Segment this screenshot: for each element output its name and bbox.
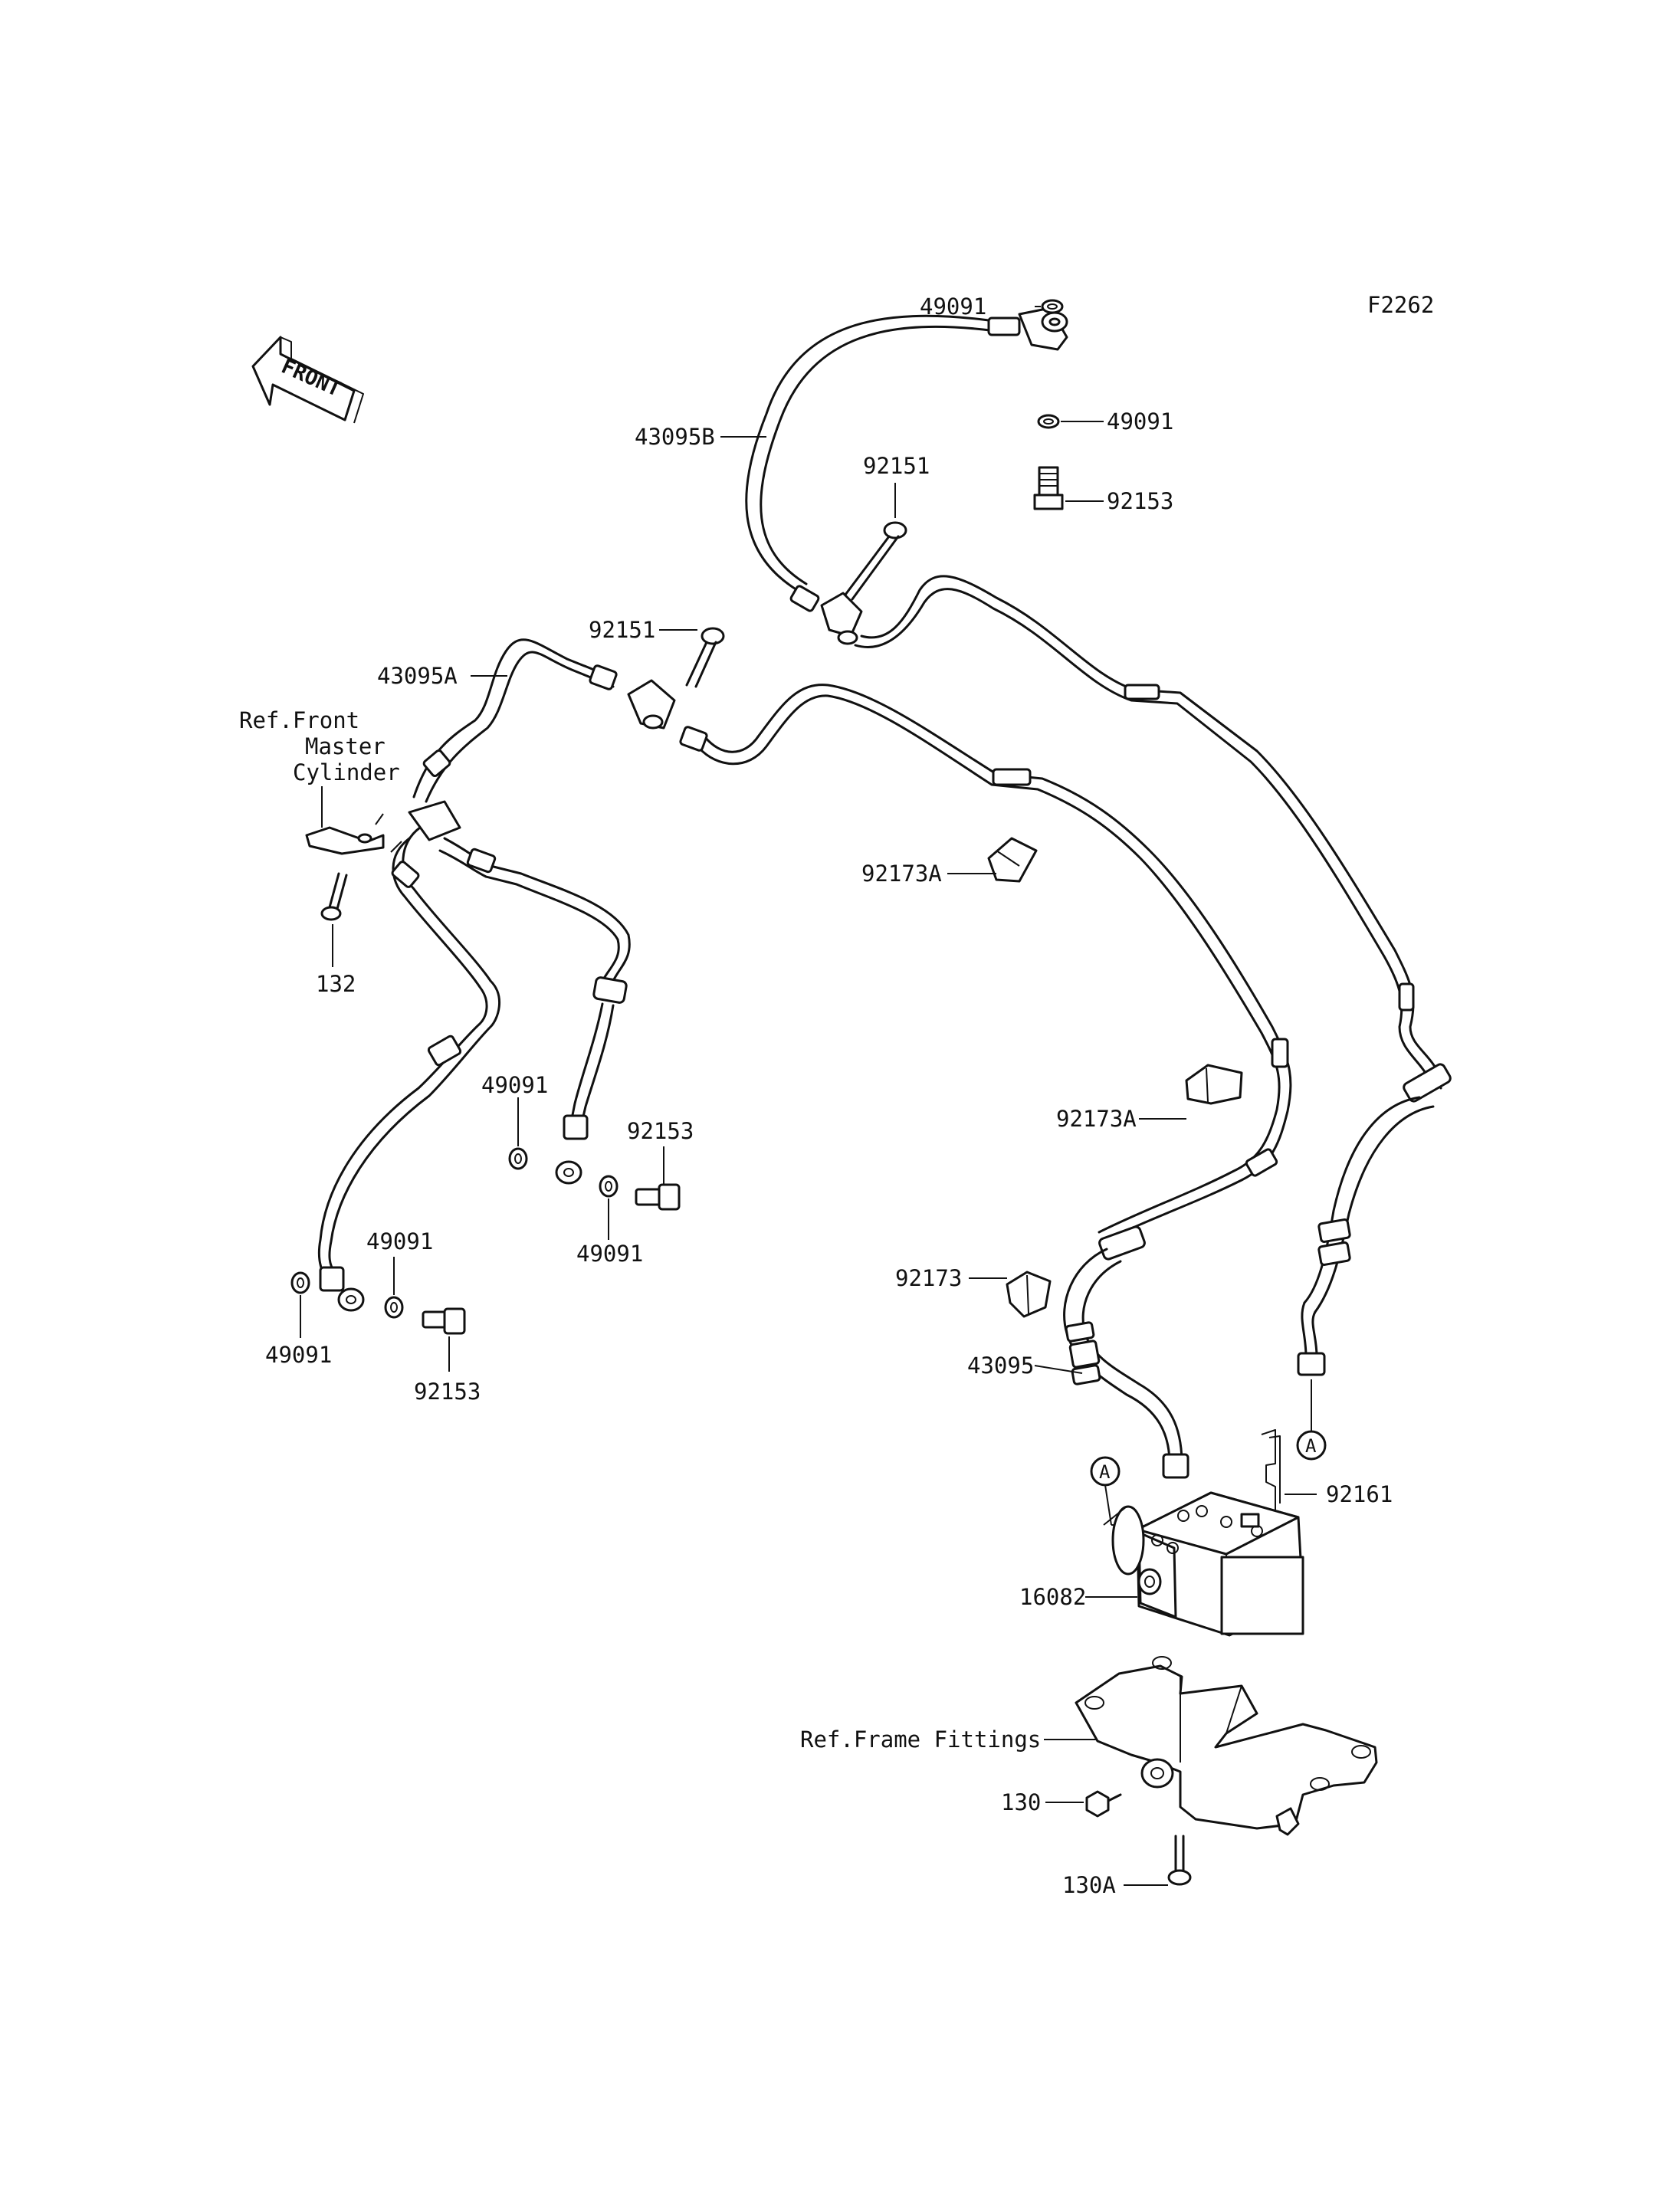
bolt-92153-mid xyxy=(635,1183,681,1211)
washer-49091-left-b xyxy=(384,1296,404,1319)
junction-block-upper xyxy=(820,592,863,645)
ref-frame-fittings-label: Ref.Frame Fittings xyxy=(800,1726,1041,1753)
bolt-132 xyxy=(320,872,348,921)
junction-block-lower xyxy=(627,679,708,752)
bolt-92151-lower xyxy=(685,627,725,688)
washer-49091-top-b xyxy=(1037,414,1060,429)
clamp-92173A-lower xyxy=(1185,1064,1243,1105)
bolt-92153-top-label: 92153 xyxy=(1107,488,1173,514)
hose-43095A-label: 43095A xyxy=(377,663,458,689)
clamp-92173 xyxy=(1006,1271,1052,1318)
banjo-left xyxy=(337,1287,365,1312)
washer-49091-mid-b-label: 49091 xyxy=(576,1241,643,1267)
clamp-92173A-upper xyxy=(987,837,1038,883)
washer-49091-mid-a-label: 49091 xyxy=(481,1072,548,1098)
washer-49091-top-b-label: 49091 xyxy=(1107,408,1173,434)
frame-fittings-bracket xyxy=(1075,1656,1378,1836)
ref-front-master-line1: Ref.Front xyxy=(239,707,359,733)
brake-pipe-right-hose xyxy=(1297,1096,1435,1376)
washer-49091-left-a-label: 49091 xyxy=(265,1342,332,1368)
washer-49091-left-a xyxy=(290,1271,310,1294)
washer-49091-left-b-label: 49091 xyxy=(366,1228,433,1254)
bolt-92151-upper-label: 92151 xyxy=(863,453,930,479)
ref-front-master-line3: Cylinder xyxy=(293,759,400,785)
banjo-mid xyxy=(555,1160,582,1185)
bolt-92153-left xyxy=(422,1307,466,1335)
clamp-92173A-upper-label: 92173A xyxy=(861,861,942,887)
hose-43095 xyxy=(1063,1248,1189,1479)
washer-49091-mid-a xyxy=(508,1147,528,1170)
bolt-92151-upper xyxy=(842,521,907,601)
washer-49091-mid-b xyxy=(599,1175,619,1198)
bracket-92161-label: 92161 xyxy=(1326,1481,1393,1507)
callout-a-right: A xyxy=(1296,1379,1327,1461)
bolt-130A xyxy=(1167,1835,1192,1886)
front-arrow-icon: FRONT xyxy=(251,336,364,424)
hose-43095B xyxy=(745,314,1021,612)
left-junction-block xyxy=(408,800,631,1140)
bolt-92153-left-label: 92153 xyxy=(414,1379,481,1405)
bracket-92161 xyxy=(1261,1429,1281,1510)
hose-43095A xyxy=(412,638,618,803)
washer-49091-top-a xyxy=(1041,299,1064,314)
brake-pipe-middle xyxy=(697,684,1292,1261)
left-junction-hose-down xyxy=(317,826,501,1292)
brake-pipe-right xyxy=(854,575,1452,1103)
hose-43095B-label: 43095B xyxy=(635,424,715,450)
bolt-130 xyxy=(1085,1790,1122,1818)
callout-a-right-label: A xyxy=(1305,1435,1317,1457)
bolt-130A-label: 130A xyxy=(1062,1872,1116,1898)
bolt-132-label: 132 xyxy=(316,971,356,997)
bolt-92151-lower-label: 92151 xyxy=(589,617,655,643)
ref-front-master-line2: Master xyxy=(305,733,386,759)
master-cylinder-bracket xyxy=(305,813,402,855)
bolt-92153-top xyxy=(1033,466,1064,510)
figure-code: F2262 xyxy=(1367,292,1434,318)
abs-unit-16082-label: 16082 xyxy=(1019,1584,1086,1610)
bolt-130-label: 130 xyxy=(1001,1789,1041,1815)
clamp-92173-label: 92173 xyxy=(895,1265,962,1291)
hose-43095-label: 43095 xyxy=(967,1353,1034,1379)
banjo-fitting-top xyxy=(1018,307,1068,351)
clamp-92173A-lower-label: 92173A xyxy=(1056,1106,1137,1132)
callout-a-left-label: A xyxy=(1099,1461,1111,1483)
bolt-92153-mid-label: 92153 xyxy=(627,1118,694,1144)
washer-49091-top-a-label: 49091 xyxy=(920,293,986,320)
abs-unit-16082 xyxy=(1103,1491,1304,1637)
